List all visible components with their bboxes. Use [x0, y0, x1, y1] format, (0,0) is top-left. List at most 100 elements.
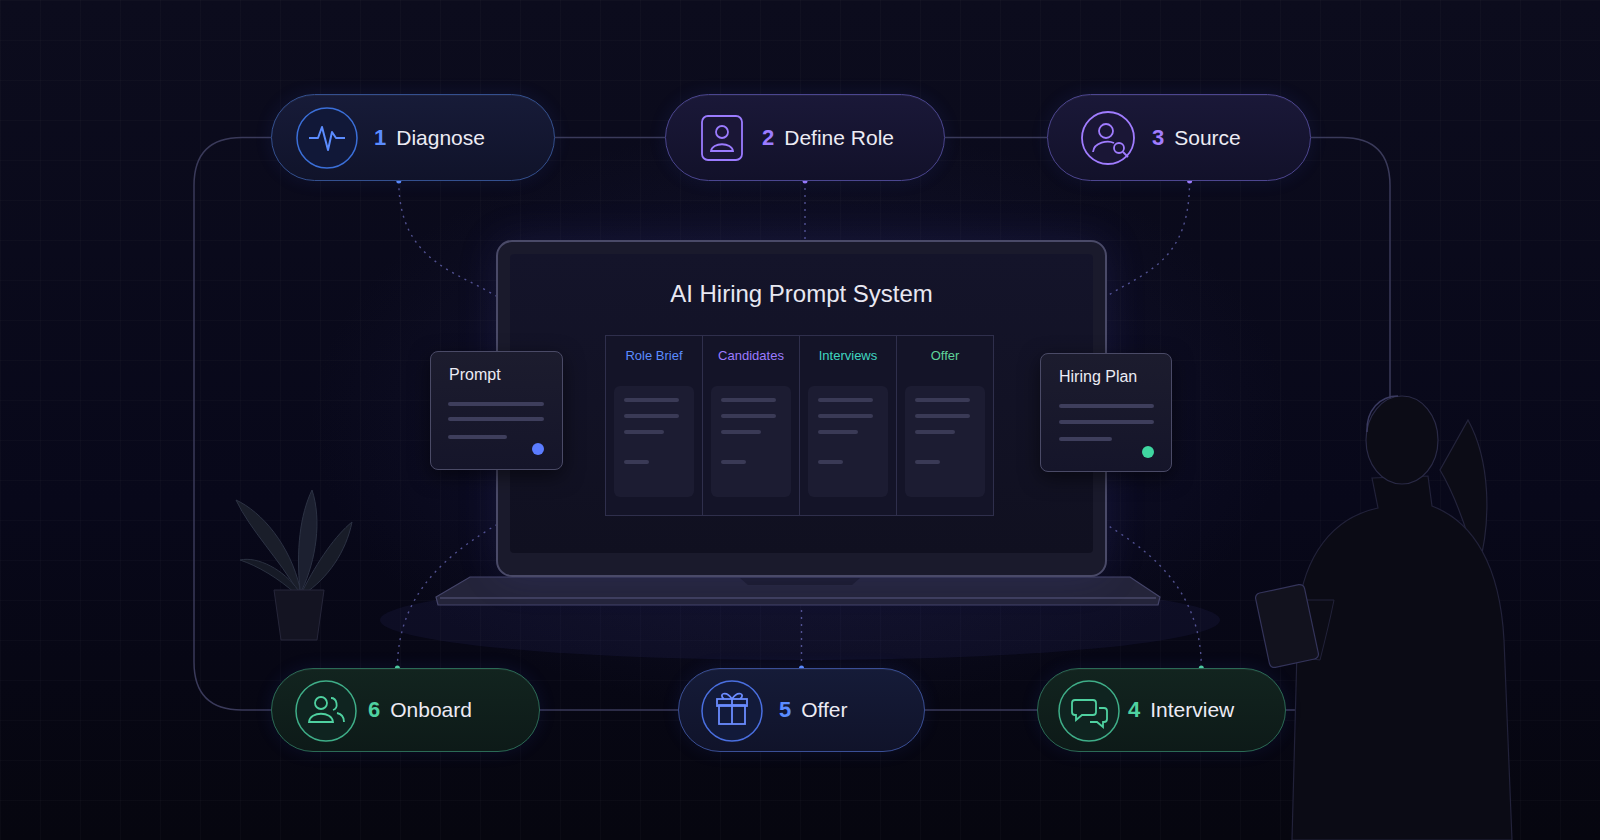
placeholder-line — [450, 402, 542, 406]
flow-line — [540, 709, 678, 711]
plant-pot — [274, 590, 324, 640]
stage-pill: 1 Diagnose — [271, 94, 555, 181]
step-label: Define Role — [784, 126, 894, 150]
laptop-screen: AI Hiring Prompt SystemRole BriefCandida… — [496, 240, 1107, 577]
status-dot — [1142, 446, 1154, 458]
step-label: Offer — [801, 698, 847, 722]
placeholder-line — [1061, 437, 1110, 441]
laptop-notch — [740, 578, 860, 585]
icon-ring — [702, 681, 762, 741]
column-panel — [905, 386, 985, 497]
placeholder-line — [450, 435, 505, 439]
placeholder-line — [624, 414, 679, 418]
flow-line — [925, 709, 1037, 711]
screen-title: AI Hiring Prompt System — [498, 280, 1105, 308]
column-heading: Offer — [897, 348, 993, 363]
info-card: Prompt — [430, 351, 563, 470]
column-panel — [614, 386, 694, 497]
placeholder-line — [624, 460, 649, 464]
magnifier — [1114, 143, 1124, 153]
placeholder-line — [450, 417, 542, 421]
step-number: 5 — [779, 697, 791, 723]
step-number: 2 — [762, 125, 774, 151]
stage-pill: 3 Source — [1047, 94, 1311, 181]
placeholder-line — [721, 460, 746, 464]
column-heading: Interviews — [800, 348, 896, 363]
plant-leaf — [240, 559, 298, 594]
laptop-base — [436, 577, 1160, 605]
onboard-icon — [309, 714, 333, 722]
info-card: Hiring Plan — [1040, 353, 1172, 472]
step-number: 3 — [1152, 125, 1164, 151]
role-icon — [702, 116, 742, 160]
step-number: 4 — [1128, 697, 1140, 723]
column-heading: Candidates — [703, 348, 799, 363]
source-icon — [1082, 112, 1134, 164]
board-column: Role Brief — [605, 335, 703, 516]
placeholder-line — [721, 398, 776, 402]
source-icon-head — [1099, 124, 1113, 138]
placeholder-line — [818, 398, 873, 402]
plant-leaf — [302, 522, 352, 594]
board-column: Offer — [896, 335, 994, 516]
step-number: 1 — [374, 125, 386, 151]
stage-pill: 6 Onboard — [271, 668, 540, 752]
person-body — [1292, 476, 1512, 840]
placeholder-line — [721, 414, 776, 418]
stage-pill: 5 Offer — [678, 668, 925, 752]
placeholder-line — [818, 430, 858, 434]
step-label: Source — [1174, 126, 1241, 150]
icon-ring — [296, 681, 356, 741]
placeholder-line — [915, 414, 970, 418]
placeholder-line — [624, 430, 664, 434]
icon-ring — [1059, 681, 1119, 741]
step-number: 6 — [368, 697, 380, 723]
laptop-edge — [440, 598, 1156, 599]
gift-icon — [717, 699, 747, 706]
stage-pill: 2 Define Role — [665, 94, 945, 181]
column-panel — [711, 386, 791, 497]
pulse-icon — [309, 127, 345, 150]
dotted-connector — [399, 181, 496, 296]
plant-leaf — [236, 500, 300, 592]
gift-icon — [719, 705, 745, 724]
chat-icon — [1072, 700, 1096, 720]
flow-line — [194, 138, 271, 711]
tablet — [1255, 584, 1320, 669]
flow-line — [555, 137, 665, 139]
column-panel — [808, 386, 888, 497]
flow-line — [945, 137, 1047, 139]
placeholder-line — [915, 460, 940, 464]
gift-ribbon — [722, 694, 742, 724]
status-dot — [532, 443, 544, 455]
placeholder-line — [915, 398, 970, 402]
placeholder-line — [624, 398, 679, 402]
chat-icon — [1090, 708, 1107, 727]
source-icon-body — [1093, 142, 1114, 152]
step-label: Diagnose — [396, 126, 485, 150]
stage-pill: 4 Interview — [1037, 668, 1286, 752]
card-heading: Prompt — [449, 366, 501, 384]
card-heading: Hiring Plan — [1059, 368, 1137, 386]
placeholder-line — [818, 414, 873, 418]
dotted-connector — [804, 181, 805, 240]
onboard-icon — [315, 697, 327, 709]
onboard-icon — [331, 698, 344, 722]
placeholder-line — [1061, 404, 1152, 408]
placeholder-line — [1061, 420, 1152, 424]
placeholder-line — [721, 430, 761, 434]
icon-ring — [297, 108, 357, 168]
placeholder-line — [818, 460, 843, 464]
rim-light — [1367, 396, 1398, 432]
column-heading: Role Brief — [606, 348, 702, 363]
magnifier-handle — [1123, 152, 1128, 157]
placeholder-line — [915, 430, 955, 434]
role-icon-body — [711, 144, 733, 151]
board-column: Interviews — [799, 335, 897, 516]
board-column: Candidates — [702, 335, 800, 516]
person-head — [1366, 396, 1438, 484]
step-label: Onboard — [390, 698, 472, 722]
step-label: Interview — [1150, 698, 1234, 722]
